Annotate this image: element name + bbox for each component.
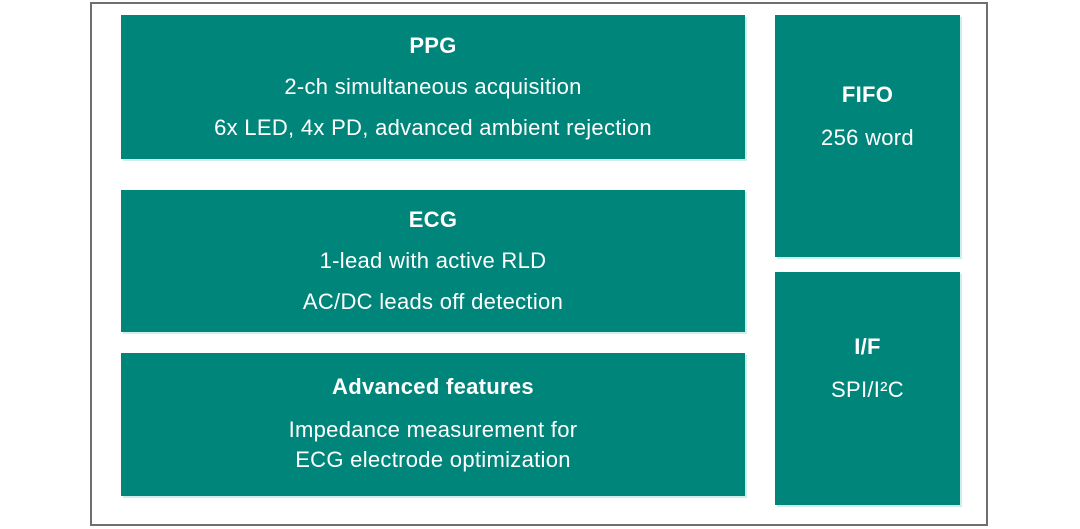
interface-block: I/F SPI/I²C [775, 272, 960, 505]
advanced-features-body-line-2: ECG electrode optimization [295, 447, 571, 472]
ppg-title: PPG [409, 33, 457, 58]
ecg-line-1: 1-lead with active RLD [319, 248, 547, 273]
interface-title: I/F [854, 334, 881, 359]
advanced-features-body: Impedance measurement for ECG electrode … [289, 415, 578, 475]
advanced-features-block: Advanced features Impedance measurement … [121, 353, 745, 496]
ecg-block: ECG 1-lead with active RLD AC/DC leads o… [121, 190, 745, 332]
fifo-block: FIFO 256 word [775, 15, 960, 257]
diagram-frame: PPG 2-ch simultaneous acquisition 6x LED… [90, 2, 988, 526]
ppg-block: PPG 2-ch simultaneous acquisition 6x LED… [121, 15, 745, 159]
fifo-size-label: 256 word [821, 124, 914, 150]
fifo-title: FIFO [841, 81, 894, 107]
advanced-features-body-line-1: Impedance measurement for [288, 417, 578, 442]
interface-protocols-label: SPI/I²C [831, 377, 904, 402]
ecg-title: ECG [408, 207, 458, 232]
ppg-line-1: 2-ch simultaneous acquisition [284, 74, 582, 99]
ecg-line-2: AC/DC leads off detection [302, 289, 564, 314]
advanced-features-title: Advanced features [332, 374, 534, 399]
ppg-line-2: 6x LED, 4x PD, advanced ambient rejectio… [214, 115, 652, 140]
